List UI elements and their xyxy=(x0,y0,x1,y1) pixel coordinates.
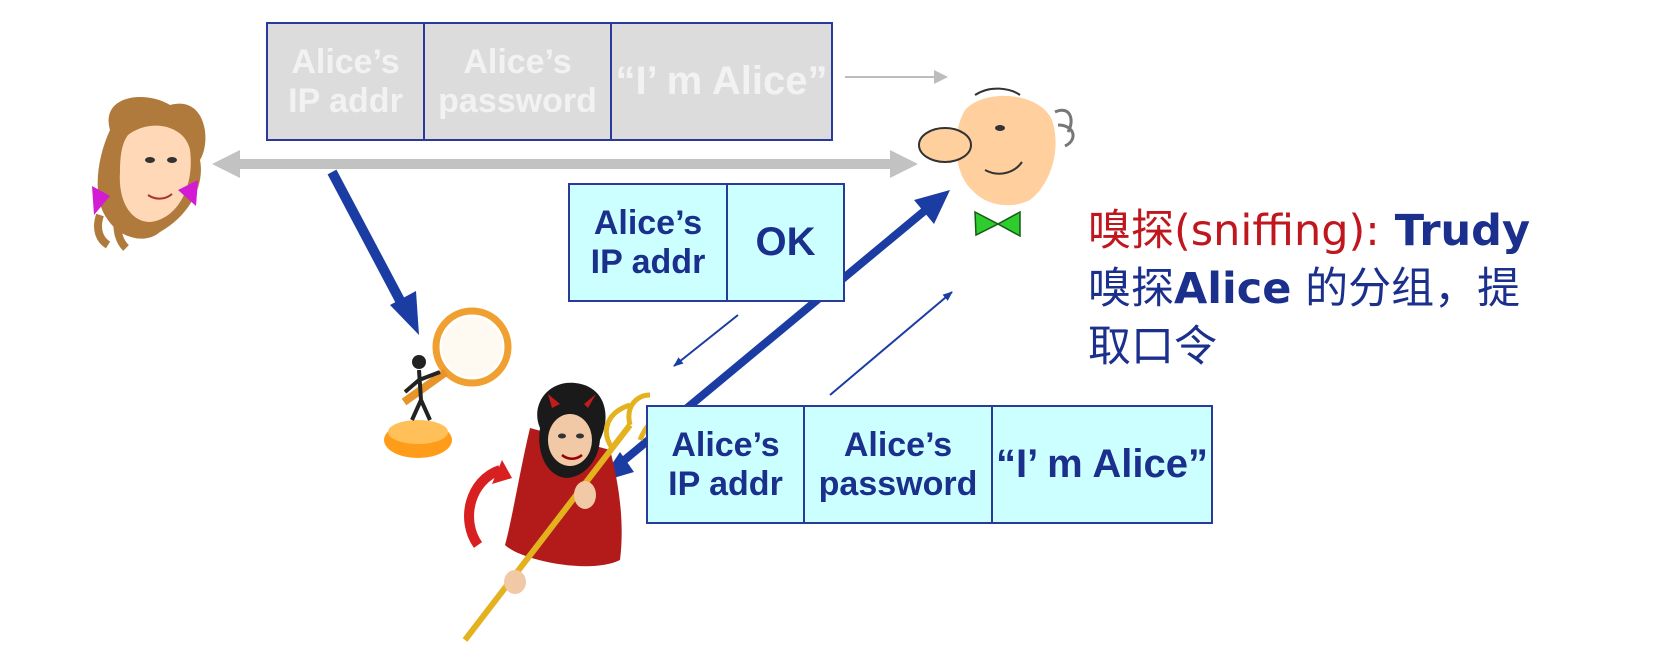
top-packet-message-field: “I’ m Alice” xyxy=(615,59,828,104)
trudy-icon xyxy=(462,382,671,642)
bottom-packet-password-field: Alice’s password xyxy=(805,407,993,522)
magnifier-sniffer-icon xyxy=(384,307,512,458)
reply-thin-arrow xyxy=(673,314,739,367)
caption-trudy: Trudy xyxy=(1379,206,1530,256)
bottom-packet: Alice’s IP addr Alice’s password “I’ m A… xyxy=(646,405,1213,524)
sniffing-caption: 嗅探(sniffing): Trudy 嗅探Alice 的分组，提 取口令 xyxy=(1088,202,1558,376)
alice-bob-channel-arrow xyxy=(212,150,918,178)
caption-alice: Alice xyxy=(1174,264,1292,314)
caption-line-3: 取口令 xyxy=(1088,322,1217,372)
alice-icon xyxy=(92,97,206,251)
top-packet-ip-field: Alice’s IP addr xyxy=(268,24,425,139)
middle-packet: Alice’s IP addr OK xyxy=(568,183,845,302)
bottom-packet-ip-field: Alice’s IP addr xyxy=(648,407,805,522)
caption-line-2: 嗅探Alice 的分组，提 xyxy=(1088,260,1558,318)
send-thin-arrow xyxy=(829,291,953,396)
bob-icon xyxy=(918,87,1075,238)
caption-sniffing-term: 嗅探(sniffing): xyxy=(1088,206,1380,256)
caption-line-2-rest: 的分组，提 xyxy=(1291,264,1521,314)
middle-packet-ip-field: Alice’s IP addr xyxy=(570,185,728,300)
top-packet: Alice’s IP addr Alice’s password “I’ m A… xyxy=(266,22,833,141)
caption-line-1: 嗅探(sniffing): Trudy xyxy=(1088,202,1558,260)
caption-sniff-verb: 嗅探 xyxy=(1088,264,1174,314)
bottom-packet-message-field: “I’ m Alice” xyxy=(996,442,1208,487)
sniff-arrow xyxy=(327,169,419,335)
top-packet-password-field: Alice’s password xyxy=(425,24,612,139)
middle-packet-ok-field: OK xyxy=(755,220,816,265)
